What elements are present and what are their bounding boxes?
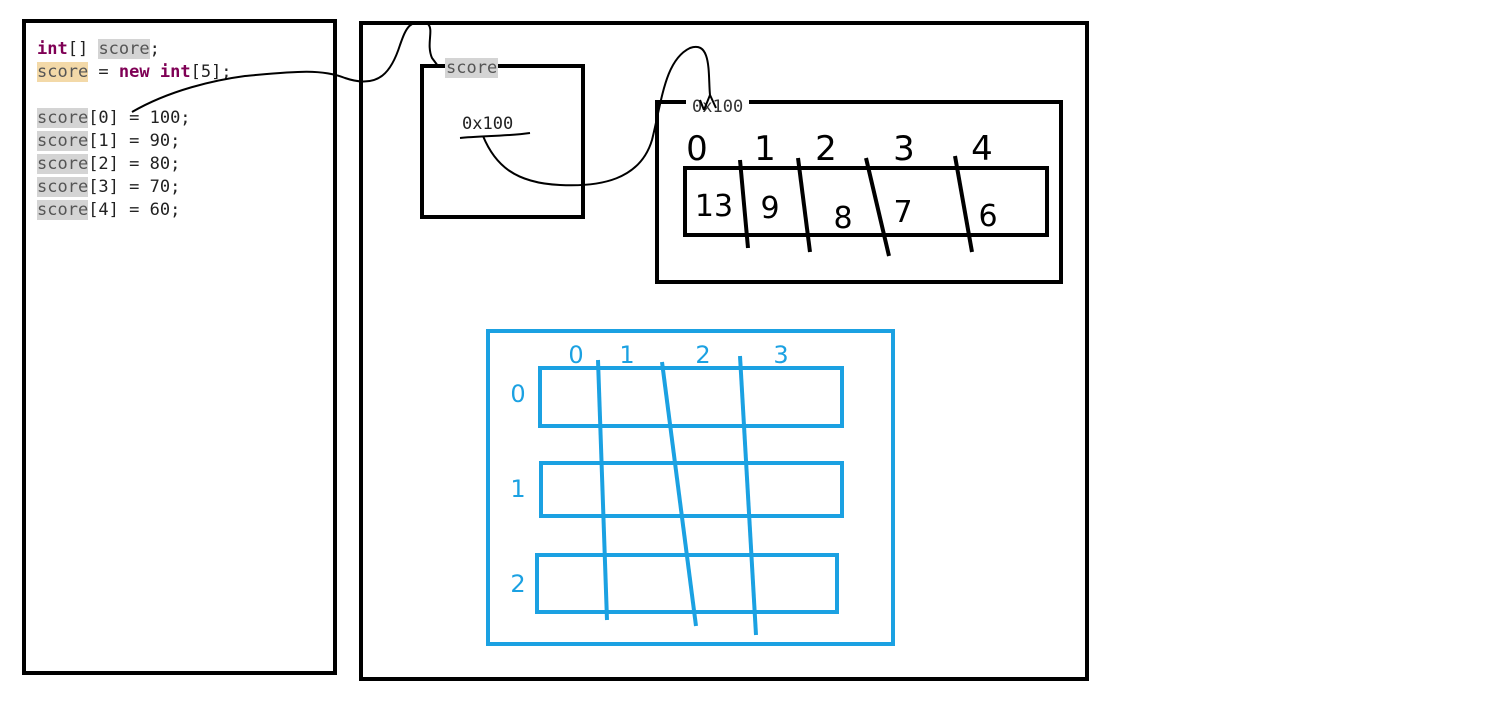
reference-arrow-stack-to-heap <box>131 21 439 113</box>
code-token: int <box>159 62 191 82</box>
value-underline <box>459 132 531 139</box>
stack-region <box>22 19 337 675</box>
array-index-label: 4 <box>971 129 993 169</box>
array-cells <box>683 166 1049 237</box>
code-token: = <box>88 62 119 82</box>
variable-value-label: 0x100 <box>462 114 514 134</box>
code-token: [0] = 100; <box>88 108 191 128</box>
code-token: [5]; <box>190 62 232 82</box>
code-line: score[0] = 100; <box>37 107 232 130</box>
code-token: score <box>98 39 150 59</box>
array-value-label: 6 <box>978 199 997 234</box>
code-token: [] <box>67 39 99 59</box>
matrix-row-1 <box>539 461 844 518</box>
matrix-col-index-label: 0 <box>568 341 583 369</box>
array-index-label: 0 <box>686 129 708 169</box>
array-object-box <box>655 100 1063 284</box>
code-token: ; <box>149 39 160 59</box>
code-listing: int[] score;score = new int[5]; score[0]… <box>37 38 232 222</box>
matrix-row-0 <box>538 366 844 428</box>
array-index-label: 1 <box>754 129 776 169</box>
code-token: score <box>37 131 89 151</box>
code-token: [4] = 60; <box>88 200 181 220</box>
code-token: score <box>37 62 89 82</box>
code-token: score <box>37 200 89 220</box>
array-value-label: 8 <box>833 201 852 236</box>
array-value-label: 9 <box>760 191 779 226</box>
code-line: score[4] = 60; <box>37 199 232 222</box>
matrix-dividers <box>596 355 758 636</box>
code-token: new <box>118 62 150 82</box>
code-line: score[3] = 70; <box>37 176 232 199</box>
matrix-col-index-label: 3 <box>773 341 788 369</box>
array-dividers <box>738 155 974 257</box>
array-index-label: 2 <box>815 129 837 169</box>
code-token: [3] = 70; <box>88 177 181 197</box>
code-token: score <box>37 108 89 128</box>
code-token: int <box>37 39 68 59</box>
array-index-label: 3 <box>893 129 915 169</box>
code-line: score[2] = 80; <box>37 153 232 176</box>
heap-region <box>359 21 1089 681</box>
code-token: [2] = 80; <box>88 154 181 174</box>
matrix-row-index-label: 1 <box>510 475 525 503</box>
code-line: score[1] = 90; <box>37 130 232 153</box>
array-value-label: 13 <box>695 189 733 224</box>
code-line: int[] score; <box>37 38 232 61</box>
matrix-row-index-label: 2 <box>510 570 525 598</box>
matrix-col-index-label: 1 <box>619 341 634 369</box>
array-value-label: 7 <box>893 195 912 230</box>
matrix-col-index-label: 2 <box>695 341 710 369</box>
variable-name-label: score <box>445 58 499 78</box>
variable-box <box>420 64 585 219</box>
code-token: score <box>37 154 89 174</box>
reference-arrow-to-array <box>482 45 717 187</box>
matrix-row-index-label: 0 <box>510 380 525 408</box>
code-token: [1] = 90; <box>88 131 181 151</box>
matrix-box <box>486 329 895 646</box>
code-line: score = new int[5]; <box>37 61 232 84</box>
code-token: score <box>37 177 89 197</box>
